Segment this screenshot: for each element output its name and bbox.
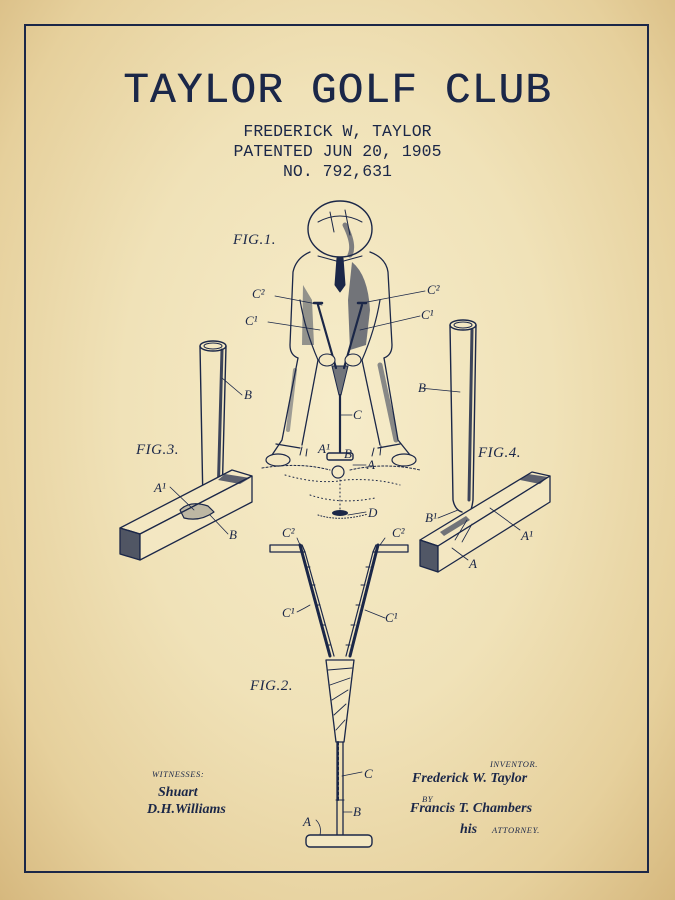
patent-title: TAYLOR GOLF CLUB [123, 66, 552, 115]
ref-b: B [229, 527, 237, 542]
ref-d: D [367, 505, 378, 520]
witness-signature-1: Shuart [158, 785, 199, 800]
inventor-signature: Frederick W. Taylor [411, 771, 528, 786]
ref-c2-right: C² [427, 282, 441, 297]
ref-c1-left: C¹ [245, 313, 258, 328]
ref-b1: B¹ [425, 510, 437, 525]
ref-c2-right: C² [392, 525, 406, 540]
witness-signature-2: D.H.Williams [146, 802, 226, 817]
ref-a1: A¹ [153, 480, 166, 495]
fig3-label: FIG.3. [135, 442, 179, 458]
ref-c2-left: C² [282, 525, 296, 540]
border-frame [24, 24, 649, 873]
witnesses-block: WITNESSES: Shuart D.H.Williams [146, 769, 226, 817]
ref-c2-left: C² [252, 286, 266, 301]
by-label: BY [422, 794, 434, 804]
ref-b: B [353, 804, 361, 819]
fig3-club-head-illustration: FIG.3. B A¹ B [119, 340, 253, 561]
ref-c1-left: C¹ [282, 605, 295, 620]
fig4-label: FIG.4. [477, 445, 521, 461]
inventor-name: FREDERICK W, TAYLOR [243, 122, 432, 141]
ref-a: A [366, 457, 375, 472]
ref-b: B [344, 446, 352, 461]
ref-c: C [364, 766, 373, 781]
ref-b: B [244, 387, 252, 402]
inventor-block: INVENTOR. Frederick W. Taylor BY Francis… [409, 759, 540, 837]
fig2-label: FIG.2. [249, 678, 293, 694]
attorney-his: his [460, 822, 478, 837]
fig1-label: FIG.1. [232, 232, 276, 248]
ref-a1: A¹ [520, 528, 533, 543]
ref-c1-right: C¹ [421, 307, 434, 322]
patent-number: NO. 792,631 [283, 162, 392, 181]
ref-c-shaft: C [353, 407, 362, 422]
inventor-label: INVENTOR. [489, 759, 538, 769]
ref-c1-right: C¹ [385, 610, 398, 625]
ref-b: B [418, 380, 426, 395]
patent-date: PATENTED JUN 20, 1905 [233, 142, 442, 161]
fig4-club-head-illustration: FIG.4. B B¹ A¹ A [418, 319, 551, 573]
ref-a: A [302, 814, 311, 829]
fig2-club-illustration: C² C² C¹ C¹ C B A FIG.2. [249, 525, 409, 848]
attorney-label: ATTORNEY. [491, 825, 540, 835]
ref-a: A [468, 556, 477, 571]
attorney-signature: Francis T. Chambers [409, 801, 533, 816]
witnesses-label: WITNESSES: [152, 769, 204, 779]
fig1-golfer-illustration: FIG.1. C² C² C¹ C¹ C A¹ B A D [232, 200, 441, 520]
ref-a1: A¹ [317, 441, 330, 456]
